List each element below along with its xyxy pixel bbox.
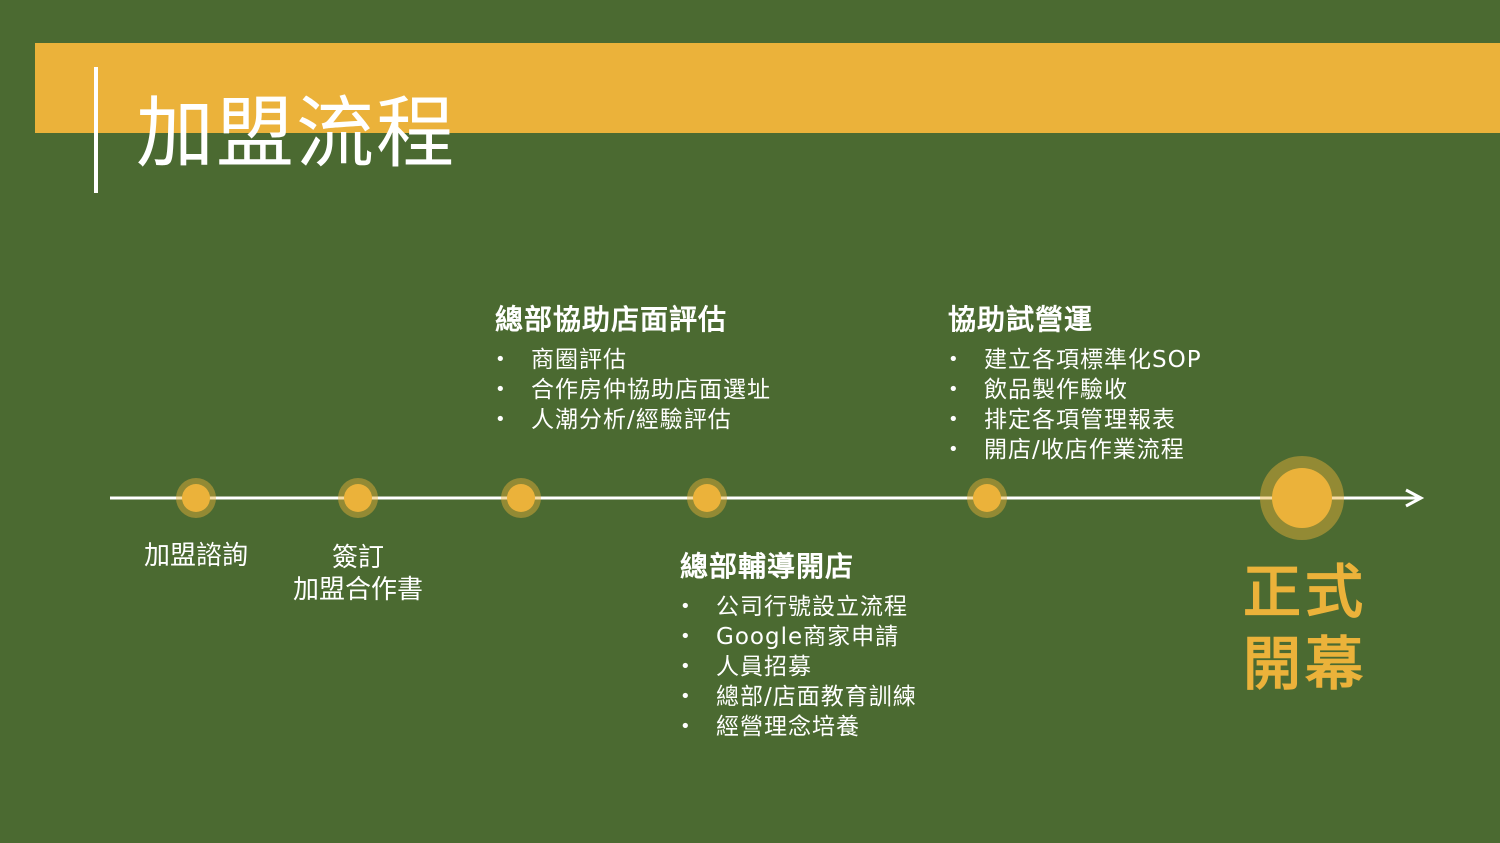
milestone-dot-4 — [693, 484, 721, 512]
milestone-dot-2 — [344, 484, 372, 512]
list-item: 建立各項標準化SOP — [948, 345, 1202, 375]
stage-label-line: 簽訂 — [331, 543, 384, 573]
block-guidance-title: 總部輔導開店 — [680, 550, 855, 583]
stage-label-line: 加盟合作書 — [292, 575, 423, 605]
block-evaluation: 總部協助店面評估 商圈評估 合作房仲協助店面選址 人潮分析/經驗評估 — [495, 303, 771, 435]
block-guidance: 總部輔導開店 公司行號設立流程 Google商家申請 人員招募 總部/店面教育訓… — [680, 550, 917, 742]
block-trial-title: 協助試營運 — [948, 303, 1094, 336]
block-evaluation-list: 商圈評估 合作房仲協助店面選址 人潮分析/經驗評估 — [495, 345, 771, 435]
list-item: 商圈評估 — [495, 345, 771, 375]
final-milestone-label: 正式 開幕 — [1243, 556, 1373, 700]
list-item: 公司行號設立流程 — [680, 592, 917, 622]
list-item: 合作房仲協助店面選址 — [495, 375, 771, 405]
list-item: 飲品製作驗收 — [948, 375, 1202, 405]
milestone-dot-5 — [973, 484, 1001, 512]
title-banner — [35, 43, 1500, 133]
block-trial: 協助試營運 建立各項標準化SOP 飲品製作驗收 排定各項管理報表 開店/收店作業… — [948, 303, 1202, 465]
stage-label-consultation: 加盟諮詢 — [126, 540, 266, 572]
timeline-arrow-icon — [1405, 488, 1425, 508]
list-item: 排定各項管理報表 — [948, 405, 1202, 435]
list-item: 經營理念培養 — [680, 712, 917, 742]
milestone-dot-3 — [507, 484, 535, 512]
stage-label-line: 加盟諮詢 — [143, 541, 248, 571]
block-trial-list: 建立各項標準化SOP 飲品製作驗收 排定各項管理報表 開店/收店作業流程 — [948, 345, 1202, 465]
list-item: 人潮分析/經驗評估 — [495, 405, 771, 435]
list-item: 總部/店面教育訓練 — [680, 682, 917, 712]
list-item: 人員招募 — [680, 652, 917, 682]
block-evaluation-title: 總部協助店面評估 — [495, 303, 728, 336]
list-item: 開店/收店作業流程 — [948, 435, 1202, 465]
title-accent-bar — [94, 67, 98, 193]
final-label-line1: 正式 — [1243, 558, 1368, 626]
milestone-dot-1 — [182, 484, 210, 512]
block-guidance-list: 公司行號設立流程 Google商家申請 人員招募 總部/店面教育訓練 經營理念培… — [680, 592, 917, 742]
stage-label-contract: 簽訂 加盟合作書 — [278, 542, 438, 606]
list-item: Google商家申請 — [680, 622, 917, 652]
slide-title: 加盟流程 — [136, 89, 457, 179]
milestone-dot-final — [1272, 468, 1332, 528]
final-label-line2: 開幕 — [1243, 630, 1368, 698]
